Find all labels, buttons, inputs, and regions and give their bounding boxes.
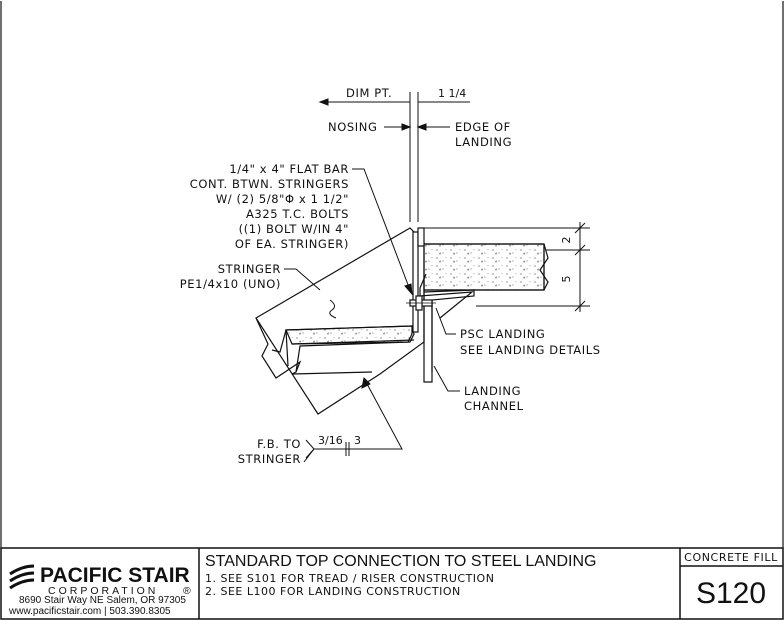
label-flatbar-3: W/ (2) 5/8"Φ x 1 1/2" [216, 192, 349, 206]
pan-bottom [291, 339, 415, 345]
company-logo-icon [9, 564, 35, 590]
title-block-frame [0, 547, 784, 620]
label-nosing: NOSING [328, 120, 377, 134]
label-fb-1: F.B. TO [257, 437, 301, 451]
label-flatbar-6: OF EA. STRINGER) [235, 237, 349, 251]
label-stringer-2: PE1/4x10 (UNO) [180, 277, 281, 291]
label-flatbar-1: 1/4" x 4" FLAT BAR [229, 162, 349, 176]
label-stringer-1: STRINGER [218, 262, 281, 276]
note-1: 1. SEE S101 FOR TREAD / RISER CONSTRUCTI… [205, 572, 494, 585]
registered-mark: ® [183, 585, 194, 597]
label-flatbar-4: A325 T.C. BOLTS [246, 207, 349, 221]
drawing-title: STANDARD TOP CONNECTION TO STEEL LANDING [205, 553, 596, 570]
tread-concrete [285, 325, 413, 345]
landing-break-line [539, 243, 549, 291]
label-channel-2: CHANNEL [464, 399, 524, 413]
company-name: PACIFIC STAIR [40, 564, 190, 587]
stringer-plate [255, 227, 425, 415]
nosing-edge [417, 227, 425, 247]
label-dim-5: 5 [560, 276, 573, 283]
label-dim-2: 2 [560, 237, 573, 244]
stringer-squiggle [329, 299, 337, 319]
label-flatbar-2: CONT. BTWN. STRINGERS [190, 177, 349, 191]
label-psc-1: PSC LANDING [460, 327, 545, 341]
label-landing: LANDING [455, 135, 512, 149]
company-address: 8690 Stair Way NE Salem, OR 97305 [19, 595, 186, 606]
note-2: 2. SEE L100 FOR LANDING CONSTRUCTION [205, 585, 461, 598]
label-weld-length: 3 [354, 434, 361, 447]
label-weld-size: 3/16 [318, 434, 343, 447]
pan-nose [285, 329, 289, 367]
title-block: PACIFIC STAIR CORPORATION ® 8690 Stair W… [0, 547, 784, 620]
company-sub: CORPORATION [48, 585, 158, 597]
company-contact: www.pacificstair.com | 503.390.8305 [8, 606, 171, 617]
stringer-break-line [255, 317, 302, 379]
label-dim-pt: DIM PT. [346, 86, 392, 100]
label-edge-of: EDGE OF [455, 120, 511, 134]
label-fb-2: STRINGER [238, 452, 301, 466]
leaders [284, 168, 460, 463]
sheet-category: CONCRETE FILL [684, 551, 778, 564]
label-channel-1: LANDING [464, 384, 521, 398]
tread-pan [271, 325, 415, 375]
label-psc-2: SEE LANDING DETAILS [460, 343, 601, 357]
flat-bar [412, 231, 419, 333]
label-flatbar-5: ((1) BOLT W/IN 4" [239, 222, 349, 236]
sheet-number: S120 [696, 577, 766, 610]
label-dim-value: 1 1/4 [438, 87, 466, 100]
dimensions [318, 92, 590, 312]
bolt [406, 295, 436, 311]
detail-drawing [255, 227, 549, 415]
landing-slab [423, 243, 545, 291]
labels: DIM PT. 1 1/4 NOSING EDGE OF LANDING 1/4… [180, 86, 601, 466]
